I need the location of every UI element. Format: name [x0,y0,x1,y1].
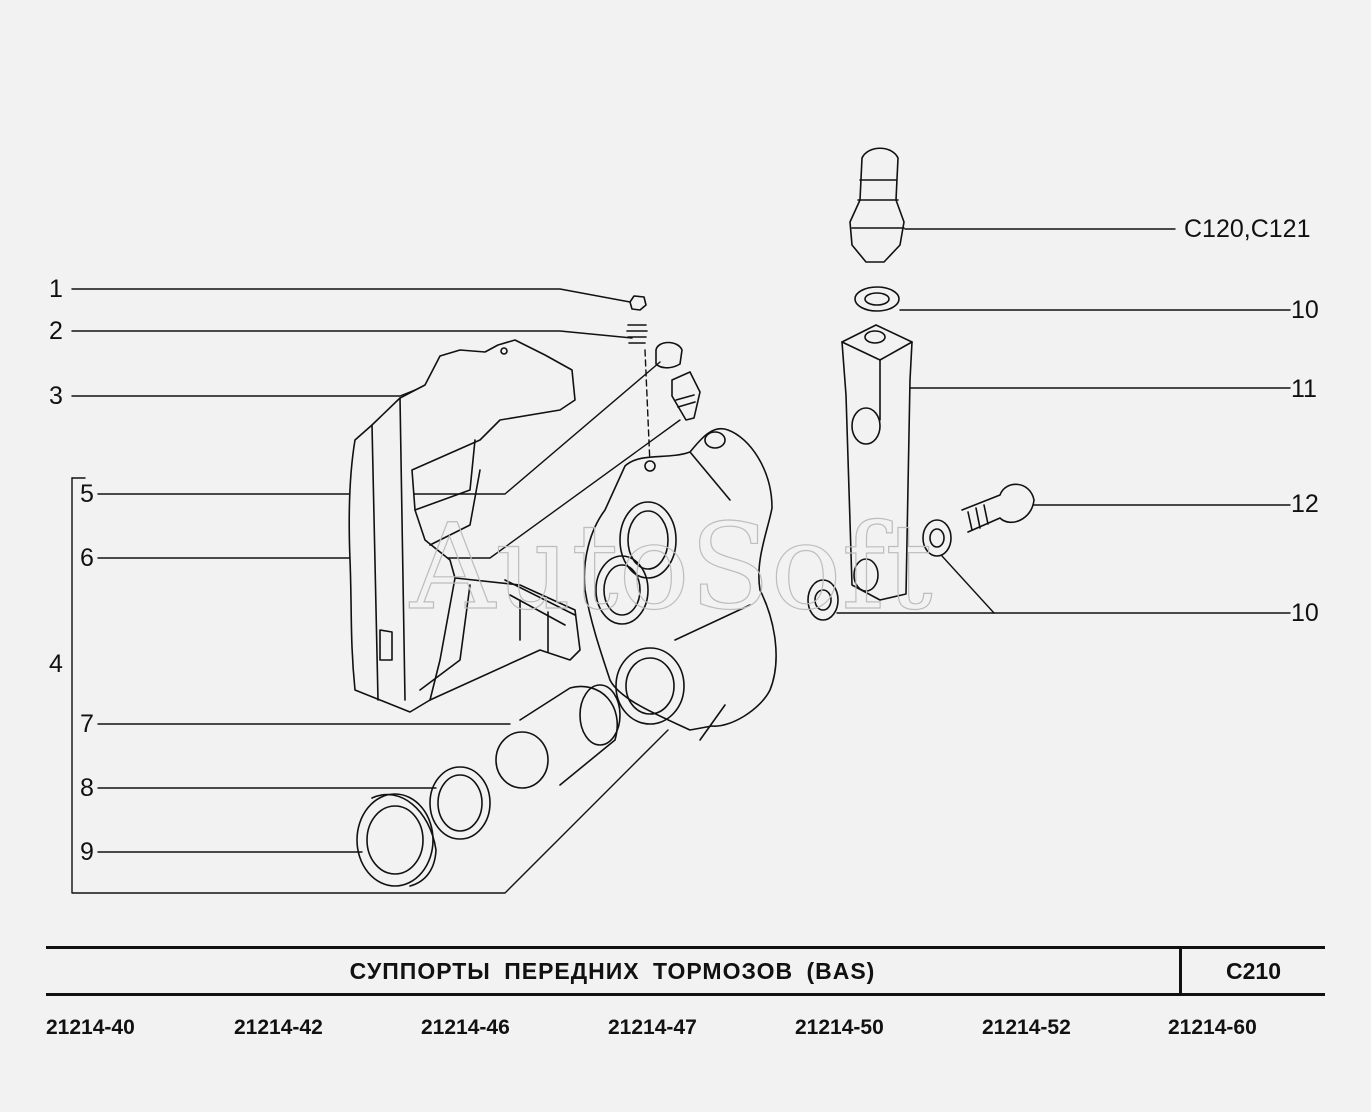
callout-7: 7 [80,710,94,738]
callout-12: 12 [1291,490,1319,518]
model-item: 21214-60 [1168,1016,1257,1039]
title-bar: СУППОРТЫ ПЕРЕДНИХ ТОРМОЗОВ (BAS) C210 [46,946,1325,996]
spring-part [626,324,648,344]
callout-10-bottom: 10 [1291,599,1319,627]
callout-9: 9 [80,838,94,866]
callout-5: 5 [80,480,94,508]
model-item: 21214-40 [46,1016,135,1039]
seal-ring-part [429,766,491,840]
watermark-text: AutoSoft [409,498,933,636]
model-item: 21214-52 [982,1016,1071,1039]
caliper-bracket-part [348,339,581,713]
washer-low-part [807,579,839,621]
page-code: C210 [1226,957,1281,984]
model-list: 21214-40 21214-42 21214-46 21214-47 2121… [46,1016,1306,1046]
leader-lines [71,228,1291,894]
bleeder-cap-part [629,295,647,311]
caliper-housing-part [583,427,777,741]
model-item: 21214-50 [795,1016,884,1039]
model-item: 21214-46 [421,1016,510,1039]
callout-6: 6 [80,544,94,572]
model-item: 21214-42 [234,1016,323,1039]
dust-cap-part [655,341,683,369]
washer-mid-part [922,519,952,557]
hose-fitting-part [849,147,905,263]
piston-part [495,684,621,789]
washer-top-part [854,286,900,312]
callout-ref: C120,C121 [1184,215,1311,243]
page-title: СУППОРТЫ ПЕРЕДНИХ ТОРМОЗОВ (BAS) [349,957,876,984]
brake-tube-block-part [841,324,913,601]
callout-2: 2 [49,317,63,345]
callout-8: 8 [80,774,94,802]
callout-1: 1 [49,275,63,303]
callout-10-top: 10 [1291,296,1319,324]
bleeder-valve-part [671,371,701,421]
callout-11: 11 [1291,375,1317,403]
title-divider [1179,949,1182,993]
callout-3: 3 [49,382,63,410]
model-item: 21214-47 [608,1016,697,1039]
callout-4: 4 [49,650,63,678]
dust-boot-part [356,793,437,887]
banjo-bolt-part [961,483,1035,533]
